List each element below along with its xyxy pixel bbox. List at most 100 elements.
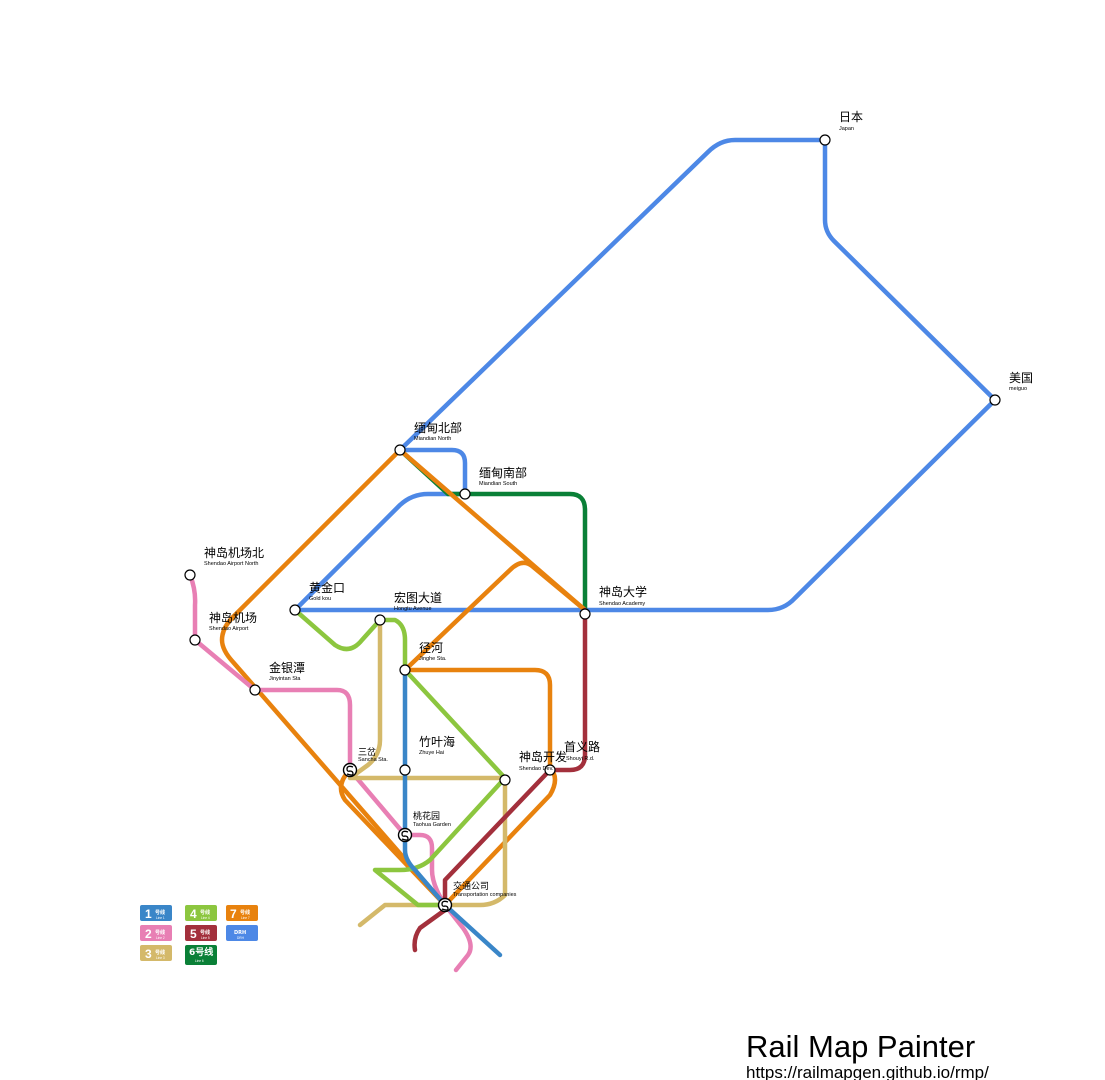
station-name-en: Hongtu Avenue	[394, 606, 432, 612]
station-marker-jinyintan[interactable]	[249, 684, 261, 696]
legend-badge-line4: 4 号线 Line 4	[185, 905, 217, 921]
station-name-en: Shendao Airport North	[204, 561, 258, 567]
line-3	[347, 617, 508, 928]
interchange-icon-taohuayuan[interactable]	[397, 827, 413, 843]
line-7-loop	[402, 560, 588, 673]
svg-text:3: 3	[145, 947, 152, 961]
station-name-en: Shouyi R.d.	[566, 756, 595, 762]
brand-watermark: Rail Map Painter https://railmapgen.gith…	[746, 1030, 1076, 1080]
station-labels: 日本 Japan 美国 meiguo 缅甸北部 Miandian North 缅…	[204, 110, 1033, 898]
rail-lines	[187, 137, 998, 973]
line-6	[397, 447, 588, 613]
station-name-zh: 神岛大学	[599, 584, 647, 599]
line-drh-loop	[397, 137, 998, 613]
svg-text:号线: 号线	[200, 929, 210, 936]
station-name-zh: 首义路	[564, 739, 600, 754]
line-1	[402, 667, 503, 958]
svg-text:Line 3: Line 3	[156, 956, 165, 960]
station-marker-miandian-south[interactable]	[459, 488, 471, 500]
svg-text:号线: 号线	[155, 949, 165, 956]
svg-text:4: 4	[190, 907, 197, 921]
line-7-east	[402, 667, 558, 908]
legend-badge-drh: DRH DRH	[226, 925, 258, 941]
legend-badge-line2: 2 号线 Line 2	[140, 925, 172, 941]
station-marker-jinghe[interactable]	[399, 664, 411, 676]
svg-text:号线: 号线	[155, 909, 165, 916]
station-name-zh: 三岔	[358, 747, 376, 758]
station-name-zh: 宏图大道	[394, 590, 442, 605]
station-marker-airport-north[interactable]	[184, 569, 196, 581]
brand-title: Rail Map Painter	[746, 1030, 976, 1064]
line-drh-west	[292, 491, 588, 613]
legend-badge-line5: 5 号线 Line 5	[185, 925, 217, 941]
station-name-zh: 神岛机场北	[204, 545, 264, 560]
station-marker-zhuyehai[interactable]	[399, 764, 411, 776]
station-marker-japan[interactable]	[819, 134, 831, 146]
station-marker-usa[interactable]	[989, 394, 1001, 406]
station-name-zh: 交通公司	[453, 880, 489, 892]
line-4	[292, 607, 508, 908]
station-name-en: Jinghe Sta.	[419, 656, 447, 662]
station-name-en: Miandian South	[479, 481, 517, 487]
station-name-en: Japan	[839, 126, 854, 132]
svg-text:1: 1	[145, 907, 152, 921]
station-marker-miandian-north[interactable]	[394, 444, 406, 456]
station-marker-gold-kou[interactable]	[289, 604, 301, 616]
station-name-en: Miandian North	[414, 436, 451, 442]
station-name-en: Gold kou	[309, 596, 331, 602]
station-name-en: Taohua Garden	[413, 822, 451, 828]
station-name-zh: 竹叶海	[419, 734, 455, 749]
station-name-zh: 神岛机场	[209, 610, 257, 625]
station-name-en: meiguo	[1009, 386, 1027, 392]
svg-text:Line 1: Line 1	[156, 916, 165, 920]
legend-badge-line1: 1 号线 Line 1	[140, 905, 172, 921]
line-7-main	[219, 447, 448, 908]
station-name-zh: 黄金口	[309, 580, 345, 595]
station-name-zh: 日本	[839, 110, 863, 124]
station-marker-academy[interactable]	[579, 608, 591, 620]
line-2	[187, 572, 473, 973]
svg-text:号线: 号线	[155, 929, 165, 936]
legend-badge-line6: 6号线 Line 6	[185, 945, 217, 965]
svg-text:7: 7	[230, 907, 237, 921]
line-5	[412, 607, 588, 953]
brand-url[interactable]: https://railmapgen.github.io/rmp/	[746, 1063, 989, 1080]
station-name-zh: 神岛开发	[519, 749, 567, 764]
svg-text:Line 7: Line 7	[241, 916, 250, 920]
station-name-en: Shendao Airport	[209, 626, 249, 632]
station-name-en: Sancha Sta.	[358, 757, 388, 763]
interchange-icon-jiaotong[interactable]	[437, 897, 453, 913]
station-name-en: Jinyintan Sta	[269, 676, 301, 682]
station-name-zh: 金银潭	[269, 660, 305, 675]
station-name-zh: 美国	[1009, 371, 1033, 385]
interchange-icon-sancha[interactable]	[342, 762, 358, 778]
line-legend: 1 号线 Line 1 4 号线 Line 4 7 号线 Line 7 2 号线…	[140, 905, 258, 965]
station-name-en: Shendao Academy	[599, 601, 645, 607]
legend-badge-line3: 3 号线 Line 3	[140, 945, 172, 961]
station-marker-shendao-dev[interactable]	[499, 774, 511, 786]
station-name-zh: 径河	[419, 641, 443, 655]
station-name-zh: 缅甸南部	[479, 465, 527, 480]
stations	[184, 134, 1001, 913]
svg-text:2: 2	[145, 927, 152, 941]
station-name-en: Shendao Dev.	[519, 766, 554, 772]
station-marker-airport[interactable]	[189, 634, 201, 646]
station-name-zh: 桃花园	[413, 810, 440, 822]
svg-text:号线: 号线	[240, 909, 250, 916]
station-marker-hongtu[interactable]	[374, 614, 386, 626]
svg-text:6号线: 6号线	[189, 946, 213, 958]
svg-text:DRH: DRH	[234, 930, 246, 936]
legend-badge-line7: 7 号线 Line 7	[226, 905, 258, 921]
station-marker-shouyi[interactable]	[544, 764, 556, 776]
svg-text:Line 6: Line 6	[195, 959, 204, 963]
station-name-zh: 缅甸北部	[414, 420, 462, 435]
line-drh-north-spur	[397, 447, 468, 497]
svg-text:Line 5: Line 5	[201, 936, 210, 940]
svg-text:Line 2: Line 2	[156, 936, 165, 940]
station-name-en: Zhuye Hai	[419, 750, 444, 756]
station-name-en: Transportation companies	[453, 892, 517, 898]
svg-text:DRH: DRH	[237, 936, 245, 940]
svg-text:Line 4: Line 4	[201, 916, 210, 920]
svg-text:5: 5	[190, 927, 197, 941]
